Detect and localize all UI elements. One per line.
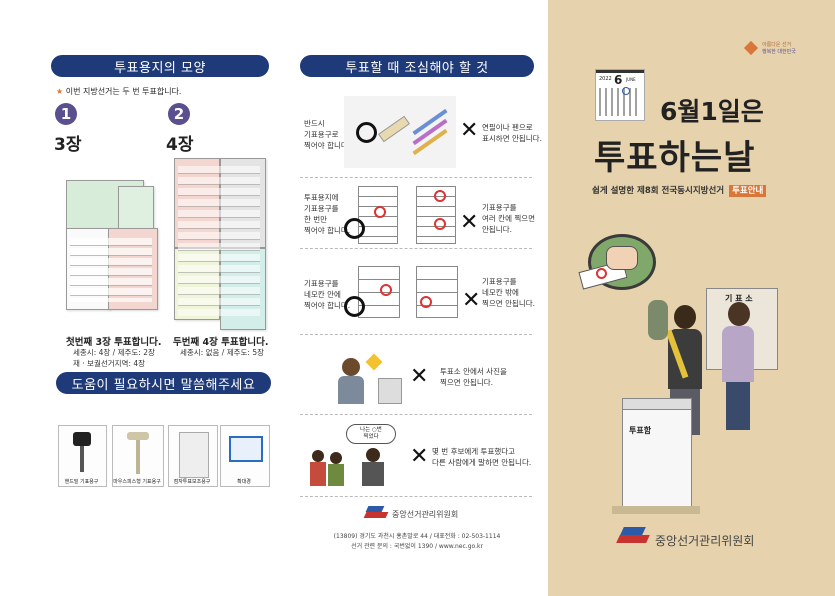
voter-side: [648, 300, 668, 340]
hand-stamp-icon: [73, 432, 91, 446]
aid-label-3: 점자투표보조용구: [173, 479, 211, 485]
address-line: (13809) 경기도 과천시 홍촌말로 44 / 대표전화 : 02-503-…: [333, 533, 501, 540]
first-vote-sub2: 재 · 보궐선거지역: 4장: [73, 359, 146, 368]
voter-woman: [716, 302, 760, 430]
ballot-rows-second: [178, 166, 260, 316]
help-heading: 도움이 필요하시면 말씀해주세요: [56, 372, 271, 394]
calendar-month: 6: [614, 73, 623, 87]
stamp-mark-cover-icon: [596, 268, 607, 279]
hand-stamp-illustration: [578, 226, 666, 292]
ok-circle-icon: [356, 122, 377, 143]
voter-man: [660, 305, 710, 435]
contact-line: 선거 관련 문의 : 국번없이 1390 / www.nec.go.kr: [351, 543, 483, 550]
no-x-icon-4: ✕: [410, 364, 429, 389]
mouthpiece-stamp-icon: [127, 432, 149, 440]
first-number-badge: 1: [55, 103, 77, 125]
camera-flash-icon: [365, 353, 383, 371]
note-line: ★ 이번 지방선거는 두 번 투표합니다.: [56, 86, 181, 97]
aid-tool-3: [168, 425, 218, 487]
aid-tool-2: [112, 425, 164, 487]
ballot-rows-first: [70, 238, 152, 302]
second-number-badge: 2: [168, 103, 190, 125]
slogan-line-1: 아름다운 선거: [762, 42, 792, 48]
caution-1-illustration: [344, 96, 456, 168]
slogan-logo: 아름다운 선거 행복한 대한민국: [743, 40, 806, 61]
right-org-name: 중앙선거관리위원회: [655, 534, 755, 548]
aid-label-4: 확대경: [237, 479, 251, 485]
caution-3-left: 기표용구를 네모칸 안에 찍어야 합니다.: [304, 279, 351, 310]
second-count-label: 4장: [166, 135, 194, 155]
main-title-1: 6월1일은: [660, 97, 764, 126]
first-vote-title: 첫번째 3장 투표합니다.: [66, 337, 162, 348]
middle-org-name: 중앙선거관리위원회: [392, 510, 459, 519]
first-count-label: 3장: [54, 135, 82, 155]
ballot-box: 투표함: [622, 398, 692, 510]
note-text: 이번 지방선거는 두 번 투표합니다.: [65, 87, 182, 96]
ok-circle-icon-3: [344, 296, 365, 317]
booth-sign: 기 표 소: [725, 294, 753, 303]
ballot-box-sign: 투표함: [629, 426, 652, 435]
aid-label-1: 핸드밀 기표용구: [64, 479, 99, 485]
main-title-2: 투표하는날: [594, 138, 756, 178]
ok-circle-icon-2: [344, 218, 365, 239]
caution-heading: 투표할 때 조심해야 할 것: [300, 55, 534, 77]
person-icon: [342, 358, 360, 376]
aid-tool-4: [220, 425, 270, 487]
caution-3-right: 기표용구를 네모칸 밖에 찍으면 안됩니다.: [482, 277, 536, 308]
aid-tool-1: [58, 425, 107, 487]
calendar-icon: 2022 6 JUNE: [595, 69, 645, 121]
calendar-circle-icon: [622, 87, 630, 95]
caution-4-right: 투표소 안에서 사진을 찍으면 안됩니다.: [440, 367, 507, 387]
speech-bubble: 나는 ○번 찍었다: [346, 424, 396, 444]
caution-4-illustration: [312, 348, 404, 406]
magnifier-icon: [229, 436, 263, 462]
caution-1-right: 연필이나 펜으로 표시하면 안됩니다.: [482, 123, 542, 143]
caution-2-left: 투표용지에 기표용구를 한 번만 찍어야 합니다.: [304, 193, 351, 235]
calendar-month-label: JUNE: [626, 77, 636, 82]
stamp-tool-icon: [378, 115, 410, 143]
subtitle-tag: 투표안내: [729, 185, 767, 197]
caution-3-illustration: [350, 262, 460, 320]
no-x-icon-1: ✕: [460, 118, 479, 143]
caution-5-right: 몇 번 후보에게 투표했다고 다른 사람에게 말하면 안됩니다.: [432, 447, 532, 467]
second-vote-title: 두번째 4장 투표합니다.: [173, 337, 269, 348]
divider-3: [300, 334, 532, 335]
divider-1: [300, 177, 532, 178]
stamp-mark-icon: [374, 206, 386, 218]
divider-4: [300, 414, 532, 415]
calendar-year: 2022: [599, 76, 612, 82]
second-vote-sub: 세종시: 없음 / 제주도: 5장: [180, 348, 264, 357]
braille-guide-icon: [179, 432, 209, 478]
aid-label-2: 마우스피스형 기표용구: [113, 479, 161, 485]
caution-1-left: 반드시 기표용구로 찍어야 합니다.: [304, 119, 351, 150]
divider-5: [300, 496, 532, 497]
caution-2-right: 기표용구를 여러 칸에 찍으면 안됩니다.: [482, 203, 536, 234]
subtitle-text: 쉽게 설명한 제8회 전국동시지방선거: [592, 186, 725, 196]
caution-5-illustration: 나는 ○번 찍었다: [306, 422, 406, 488]
divider-2: [300, 248, 532, 249]
subtitle-line: 쉽게 설명한 제8회 전국동시지방선거 투표안내: [592, 184, 767, 197]
ballot-shape-heading: 투표용지의 모양: [51, 55, 269, 77]
note-bullet-icon: ★: [56, 87, 66, 96]
no-x-icon-2: ✕: [460, 210, 479, 235]
caution-2-illustration: [350, 182, 460, 244]
first-vote-sub1: 세종시: 4장 / 제주도: 2장: [73, 348, 155, 357]
no-x-icon-3: ✕: [462, 288, 481, 313]
no-x-icon-5: ✕: [410, 444, 429, 469]
slogan-line-2: 행복한 대한민국: [762, 49, 796, 55]
ballot-box-small-icon: [378, 378, 402, 404]
slogan-mark-icon: [743, 40, 759, 56]
nec-logo-icon-right: [616, 527, 650, 549]
ballot-box-stand: [612, 506, 700, 514]
nec-logo-icon: [363, 506, 389, 522]
